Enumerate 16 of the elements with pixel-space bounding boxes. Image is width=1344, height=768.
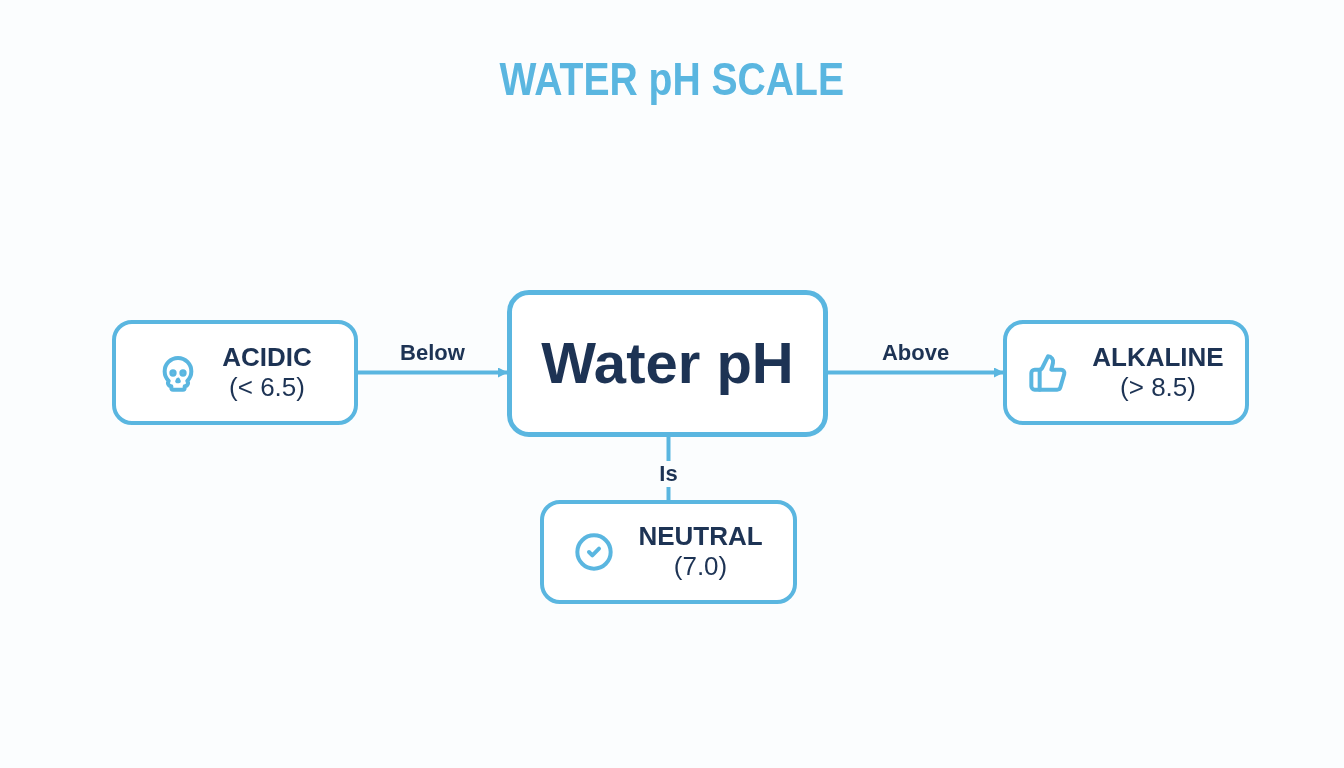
category-label: ALKALINE [1092, 342, 1224, 373]
category-label: NEUTRAL [638, 522, 763, 552]
category-box [112, 320, 358, 425]
title: WATER pH SCALE [499, 52, 845, 106]
edge-label: Above [880, 339, 951, 366]
arrow [828, 367, 1004, 378]
range-text: (< 6.5) [229, 372, 305, 403]
main-box [507, 290, 828, 437]
category-label: ACIDIC [222, 342, 312, 373]
edge-label: Below [399, 339, 466, 366]
range-text: (> 8.5) [1120, 372, 1196, 403]
category-box [1003, 320, 1249, 425]
node-title: Water pH [541, 330, 794, 397]
range-text: (7.0) [673, 552, 728, 582]
arrow [358, 367, 508, 378]
category-box [540, 500, 797, 604]
